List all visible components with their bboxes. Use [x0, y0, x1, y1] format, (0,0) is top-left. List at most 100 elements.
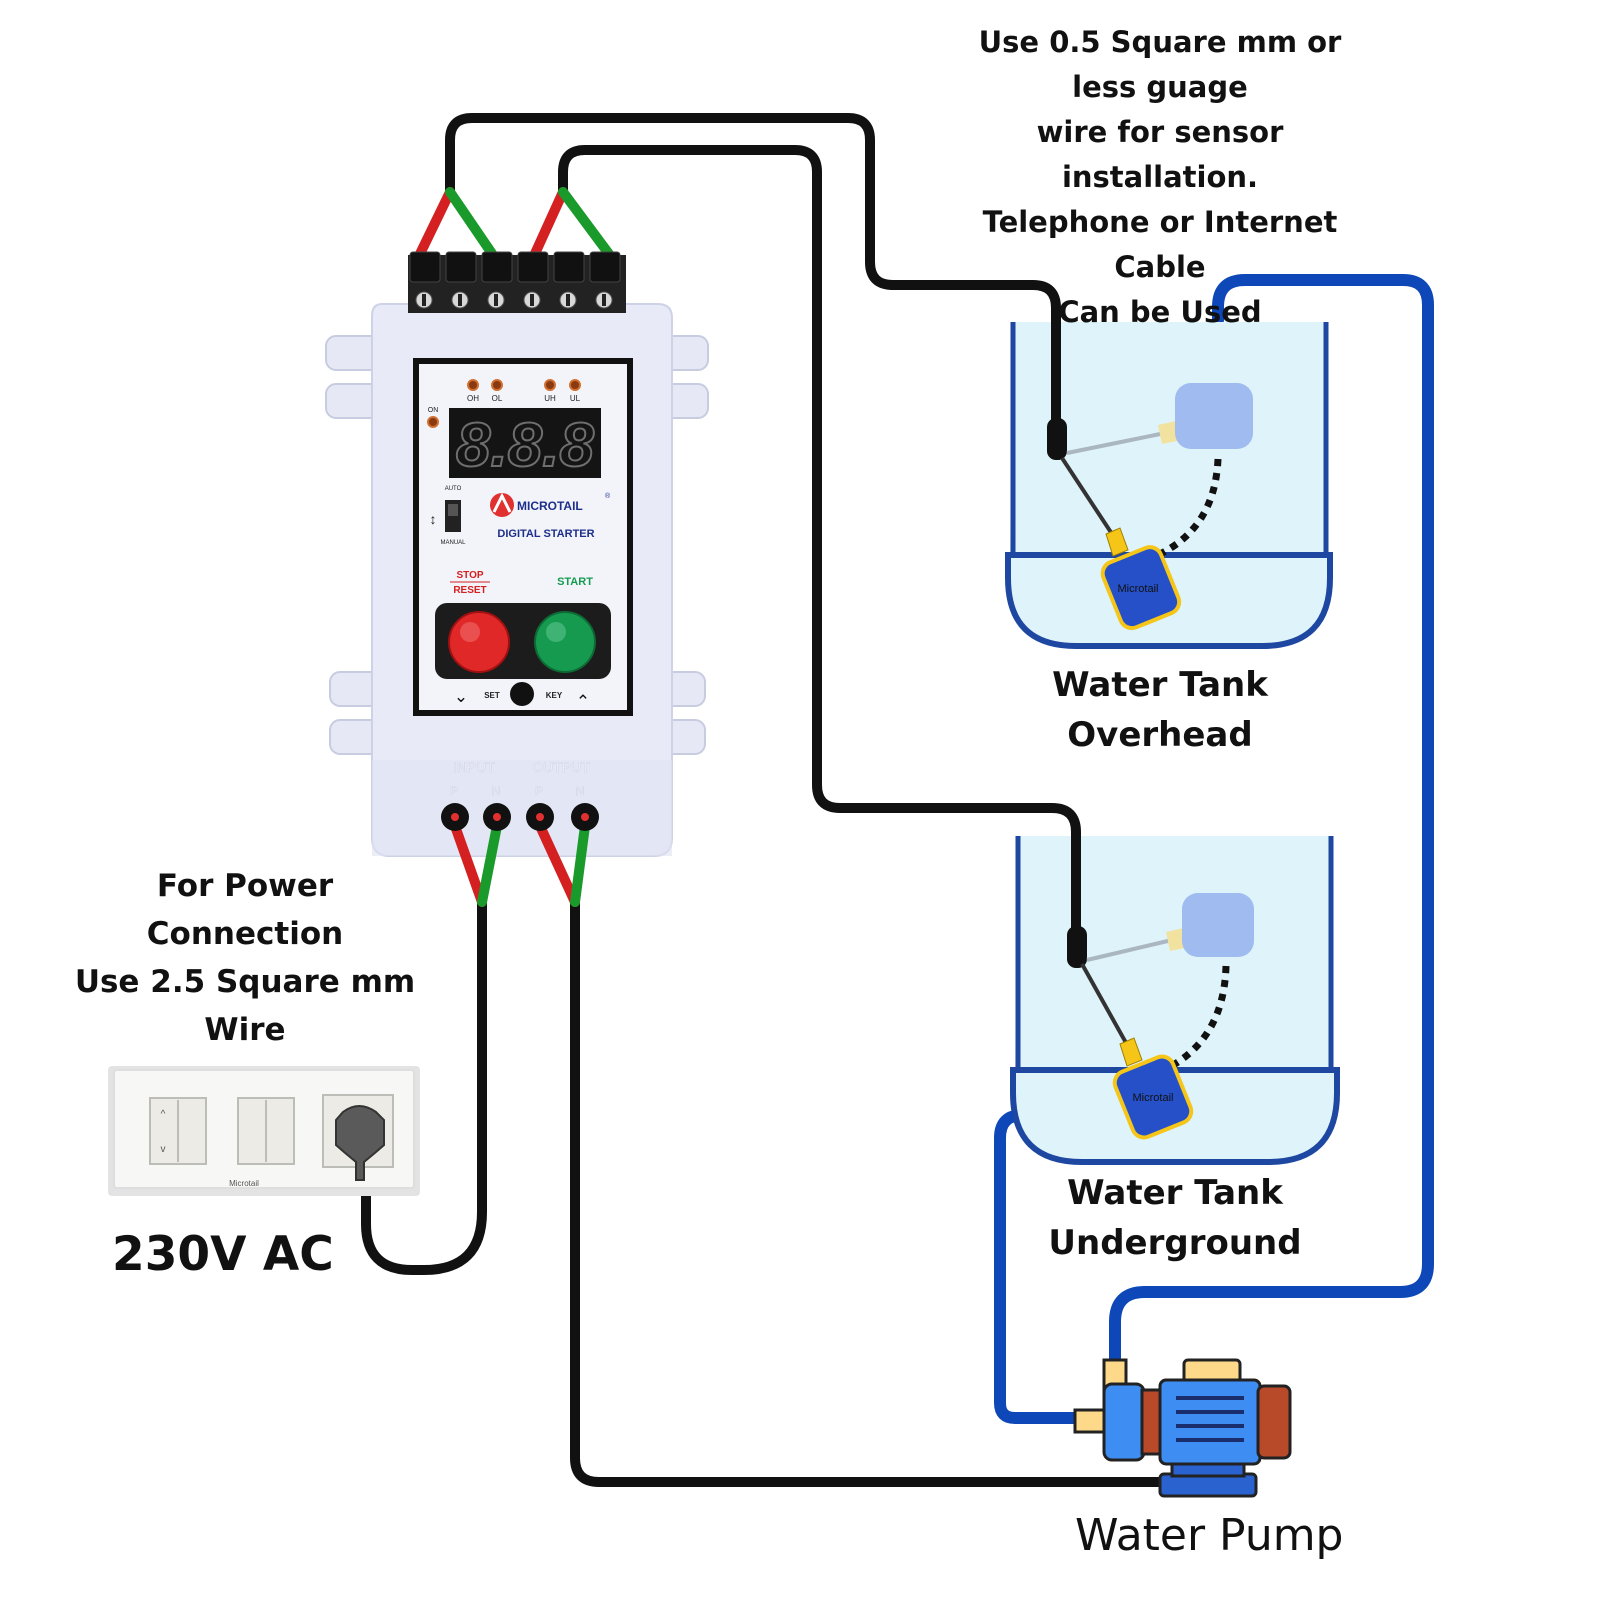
seven-segment-display [449, 408, 601, 478]
input-n-label: N [492, 784, 501, 798]
mode-auto-label: AUTO [445, 486, 462, 492]
start-button[interactable] [534, 611, 596, 673]
underground-raised-float [1182, 893, 1254, 957]
mains-voltage-label: 230V AC [112, 1227, 334, 1282]
wiring [361, 113, 1175, 1487]
led-ul [569, 379, 581, 391]
set-label: SET [484, 691, 500, 700]
power-plug-icon [335, 1105, 385, 1181]
down-arrow-icon: ⌄ [454, 687, 468, 706]
power-wire-note: For Power Connection Use 2.5 Square mm W… [60, 862, 430, 1054]
reset-label: RESET [453, 585, 486, 596]
overhead-raised-float-cord [1066, 431, 1166, 455]
overhead-tank-label-line-1: Water Tank [1052, 665, 1268, 705]
overhead-raised-float [1175, 383, 1253, 449]
start-button-highlight [546, 622, 566, 642]
led-label-ul: UL [570, 394, 581, 403]
overhead-float [1100, 545, 1182, 631]
wall-switchboard: ^ v Microtail [108, 1066, 420, 1196]
input-green-wire [477, 821, 502, 907]
top-terminal-block [408, 251, 626, 313]
brand-name: MICROTAIL [517, 499, 583, 513]
underground-tank-label-line-2: Underground [1048, 1223, 1302, 1263]
up-arrow-icon: ⌃ [576, 692, 590, 711]
led-label-ol: OL [492, 394, 503, 403]
pump-casing [1102, 1382, 1146, 1462]
top-red-wire-2 [528, 187, 568, 263]
underground-float-swing-arc [1166, 965, 1230, 1072]
underground-raised-float-cord [1086, 938, 1173, 962]
underground-cable-clamp [1067, 926, 1087, 968]
start-label: START [557, 576, 593, 588]
underground-tank: Microtail [1010, 836, 1340, 1165]
top-green-wire-2 [558, 187, 617, 263]
led-label-oh: OH [467, 394, 479, 403]
output-red-wire [535, 821, 580, 907]
digital-starter: OH OL UH UL ON 8.8.8 AUTO MANUAL ↕ MICRO… [325, 251, 709, 857]
stop-reset-button[interactable] [448, 611, 510, 673]
input-p-label: P [450, 784, 458, 798]
overhead-tank: Microtail [1005, 322, 1333, 649]
power-note-line-1: For Power [156, 868, 334, 904]
power-note-line-2: Connection [146, 916, 344, 952]
overhead-float-neck [1105, 527, 1129, 557]
display-digits: 8.8.8 [456, 411, 594, 480]
underground-float-neck [1119, 1037, 1143, 1067]
power-wire-ends [450, 821, 590, 907]
set-key-button[interactable] [510, 682, 534, 706]
sensor-wire-note: Use 0.5 Square mm or less guage wire for… [940, 20, 1380, 335]
switch-up-icon: ^ [161, 1109, 166, 1120]
top-red-wire-1 [413, 187, 455, 263]
delivery-pipe [1109, 274, 1434, 1366]
underground-float-cord [1080, 963, 1132, 1051]
motor-body [1158, 1378, 1262, 1466]
pump-output-cable [570, 897, 1175, 1487]
overhead-sensor-cable [445, 113, 1061, 425]
overhead-tank-label-line-2: Overhead [1067, 715, 1253, 755]
top-green-wire-1 [445, 187, 500, 263]
sensor-note-line-5: Can be Used [1058, 295, 1262, 329]
power-note-line-3: Use 2.5 Square mm [74, 964, 416, 1000]
microtail-logo-mark [492, 492, 512, 513]
led-label-uh: UH [544, 394, 556, 403]
stop-label: STOP [456, 570, 483, 581]
overhead-float-brand: Microtail [1118, 583, 1159, 595]
status-leds [427, 379, 581, 428]
mode-manual-label: MANUAL [440, 540, 466, 546]
motor-end-cap [1256, 1384, 1292, 1460]
mode-switch-knob [448, 504, 458, 516]
water-pump-label: Water Pump [1075, 1510, 1344, 1561]
input-label: INPUT [453, 759, 495, 775]
sensor-wire-ends [413, 187, 617, 263]
switch-down-icon: v [161, 1144, 166, 1155]
overhead-float-swing-arc [1156, 458, 1222, 559]
sensor-note-line-2: less guage [1072, 70, 1248, 104]
led-oh [467, 379, 479, 391]
product-name: DIGITAL STARTER [497, 528, 594, 540]
overhead-tank-label: Water Tank Overhead [1000, 660, 1320, 760]
output-p-label: P [535, 784, 543, 798]
stop-button-highlight [460, 622, 480, 642]
power-note-line-4: Wire [204, 1012, 286, 1048]
led-on [427, 416, 439, 428]
sensor-note-line-3: wire for sensor installation. [1036, 115, 1284, 194]
mode-arrow-icon: ↕ [430, 511, 437, 527]
led-ol [491, 379, 503, 391]
underground-tank-water [1015, 836, 1331, 1070]
underground-tank-label-line-1: Water Tank [1067, 1173, 1283, 1213]
registered-mark: ® [605, 492, 611, 500]
led-uh [544, 379, 556, 391]
underground-tank-label: Water Tank Underground [1015, 1168, 1335, 1268]
output-green-wire [570, 821, 590, 907]
motor-fins [1176, 1396, 1244, 1442]
sensor-note-line-4: Telephone or Internet Cable [982, 205, 1338, 284]
underground-sensor-cable [558, 145, 1081, 933]
input-red-wire [450, 821, 487, 907]
underground-float [1112, 1054, 1194, 1140]
output-n-label: N [576, 784, 585, 798]
overhead-cable-clamp [1047, 418, 1067, 460]
led-label-on: ON [428, 407, 439, 414]
power-input-cable [361, 897, 487, 1275]
water-pump [1073, 1358, 1292, 1498]
